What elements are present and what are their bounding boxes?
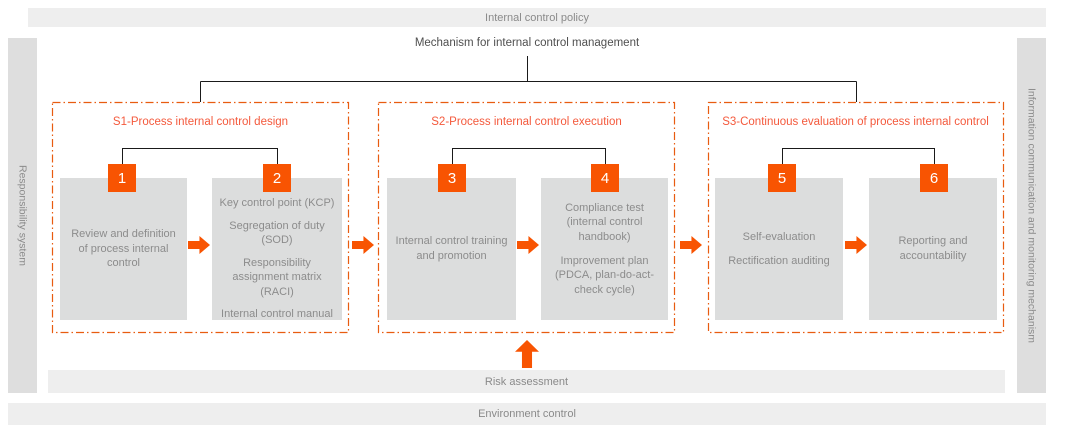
environment-control-bar: Environment control: [8, 403, 1046, 425]
step-2-text-2: Segregation of duty (SOD): [229, 219, 325, 247]
step-1-text: Review and definition of process interna…: [71, 228, 176, 270]
step-5-box: Self-evaluation Rectification auditing: [715, 178, 843, 320]
top-policy-bar: Internal control policy: [28, 8, 1046, 27]
panel-s2-title: S2-Process internal control execution: [431, 116, 622, 128]
step-3-text: Internal control training and promotion: [395, 235, 508, 262]
step-4-number: 4: [591, 164, 619, 192]
step-3-number: 3: [438, 164, 466, 192]
risk-assessment-bar: Risk assessment: [48, 370, 1005, 393]
step-2-number: 2: [263, 164, 291, 192]
risk-assessment-label: Risk assessment: [484, 375, 569, 388]
left-side-bar: Responsibility system: [8, 38, 37, 393]
step-4-text-2: Improvement plan (PDCA, plan-do-act-chec…: [554, 254, 655, 296]
step-3-box: Internal control training and promotion: [387, 178, 516, 320]
bracket-s2: [452, 148, 606, 165]
right-side-bar: Information communication and monitoring…: [1017, 38, 1046, 393]
step-5-text-1: Self-evaluation: [742, 230, 816, 243]
environment-control-label: Environment control: [478, 408, 576, 420]
step-5-text-2: Rectification auditing: [728, 254, 830, 267]
step-2-text-3: Responsibility assignment matrix (RACI): [232, 256, 322, 298]
right-side-bar-label: Information communication and monitoring…: [1025, 87, 1038, 344]
top-policy-label: Internal control policy: [485, 11, 589, 24]
step-4-box: Compliance test (internal control handbo…: [541, 178, 668, 320]
panel-s1-border: [51, 101, 350, 334]
step-5-number: 5: [768, 164, 796, 192]
step-2-box: Key control point (KCP) Segregation of d…: [212, 178, 342, 320]
mechanism-label: Mechanism for internal control managemen…: [414, 37, 640, 49]
step-4-text-1: Compliance test (internal control handbo…: [565, 201, 644, 243]
step-6-text: Reporting and accountability: [898, 235, 968, 262]
panel-s3-border: [707, 101, 1005, 334]
step-6-number: 6: [920, 164, 948, 192]
step-6-box: Reporting and accountability: [869, 178, 997, 320]
step-2-text-4: Internal control manual: [221, 308, 333, 321]
step-1-number: 1: [108, 164, 136, 192]
step-1-box: Review and definition of process interna…: [60, 178, 187, 320]
panel-s1-title: S1-Process internal control design: [112, 116, 289, 128]
step-2-text-1: Key control point (KCP): [219, 197, 335, 209]
bracket-s1: [122, 148, 278, 165]
left-side-bar-label: Responsibility system: [16, 165, 29, 266]
panel-s3-title: S3-Continuous evaluation of process inte…: [722, 116, 989, 128]
bracket-s3: [782, 148, 935, 165]
panel-s2-border: [377, 101, 676, 334]
